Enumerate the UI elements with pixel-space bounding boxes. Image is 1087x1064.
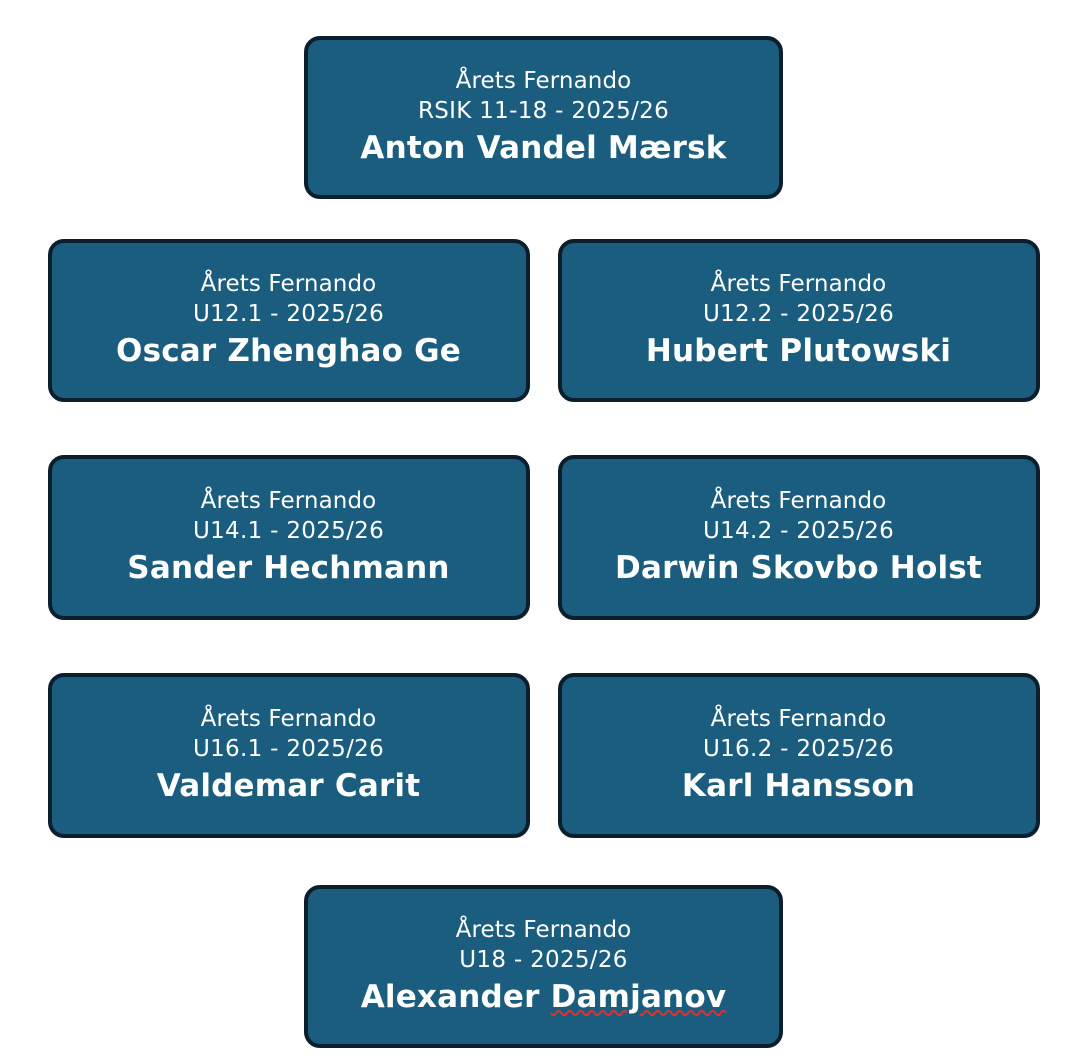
award-title: Årets Fernando bbox=[710, 705, 887, 732]
award-recipient-name: Anton Vandel Mærsk bbox=[360, 129, 727, 166]
award-card-u14-1[interactable]: Årets Fernando U14.1 - 2025/26 Sander He… bbox=[47, 455, 530, 620]
award-recipient-first-name: Alexander bbox=[360, 978, 551, 1015]
row-spacer-1 bbox=[0, 199, 1087, 239]
award-recipient-name: Darwin Skovbo Holst bbox=[615, 549, 982, 586]
award-card-u12-2[interactable]: Årets Fernando U12.2 - 2025/26 Hubert Pl… bbox=[557, 239, 1040, 402]
award-title: Årets Fernando bbox=[710, 270, 887, 297]
award-recipient-name: Valdemar Carit bbox=[156, 767, 421, 804]
award-card-u12-1[interactable]: Årets Fernando U12.1 - 2025/26 Oscar Zhe… bbox=[47, 239, 530, 402]
award-card-u16-1[interactable]: Årets Fernando U16.1 - 2025/26 Valdemar … bbox=[47, 673, 530, 838]
award-title: Årets Fernando bbox=[200, 705, 377, 732]
award-title: Årets Fernando bbox=[455, 916, 632, 943]
award-title: Årets Fernando bbox=[455, 67, 632, 94]
award-card-u14-2[interactable]: Årets Fernando U14.2 - 2025/26 Darwin Sk… bbox=[557, 455, 1040, 620]
award-recipient-name: Hubert Plutowski bbox=[645, 332, 952, 369]
award-recipient-name: Alexander Damjanov bbox=[360, 978, 727, 1015]
award-row-u18: Årets Fernando U18 - 2025/26 Alexander D… bbox=[0, 885, 1087, 1048]
award-team: RSIK 11-18 - 2025/26 bbox=[417, 97, 670, 124]
award-team: U12.1 - 2025/26 bbox=[192, 300, 384, 327]
award-team: U16.1 - 2025/26 bbox=[192, 735, 384, 762]
row-spacer-2 bbox=[0, 402, 1087, 455]
award-title: Årets Fernando bbox=[200, 487, 377, 514]
award-row-u16: Årets Fernando U16.1 - 2025/26 Valdemar … bbox=[0, 673, 1087, 838]
row-spacer-3 bbox=[0, 620, 1087, 673]
award-team: U18 - 2025/26 bbox=[459, 946, 628, 973]
award-row-rsik: Årets Fernando RSIK 11-18 - 2025/26 Anto… bbox=[0, 36, 1087, 199]
top-spacer bbox=[0, 0, 1087, 36]
award-team: U16.2 - 2025/26 bbox=[702, 735, 894, 762]
award-card-u16-2[interactable]: Årets Fernando U16.2 - 2025/26 Karl Hans… bbox=[557, 673, 1040, 838]
award-card-u18[interactable]: Årets Fernando U18 - 2025/26 Alexander D… bbox=[304, 885, 783, 1048]
award-recipient-name: Oscar Zhenghao Ge bbox=[116, 332, 461, 369]
award-recipient-name: Karl Hansson bbox=[681, 767, 916, 804]
award-team: U14.1 - 2025/26 bbox=[192, 517, 384, 544]
award-team: U14.2 - 2025/26 bbox=[702, 517, 894, 544]
award-recipient-name: Sander Hechmann bbox=[127, 549, 450, 586]
award-title: Årets Fernando bbox=[710, 487, 887, 514]
row-spacer-4 bbox=[0, 838, 1087, 885]
award-team: U12.2 - 2025/26 bbox=[702, 300, 894, 327]
award-title: Årets Fernando bbox=[200, 270, 377, 297]
award-card-rsik-11-18[interactable]: Årets Fernando RSIK 11-18 - 2025/26 Anto… bbox=[304, 36, 783, 199]
award-row-u14: Årets Fernando U14.1 - 2025/26 Sander He… bbox=[0, 455, 1087, 620]
award-recipient-last-name-misspelled: Damjanov bbox=[550, 978, 727, 1015]
award-row-u12: Årets Fernando U12.1 - 2025/26 Oscar Zhe… bbox=[0, 239, 1087, 402]
